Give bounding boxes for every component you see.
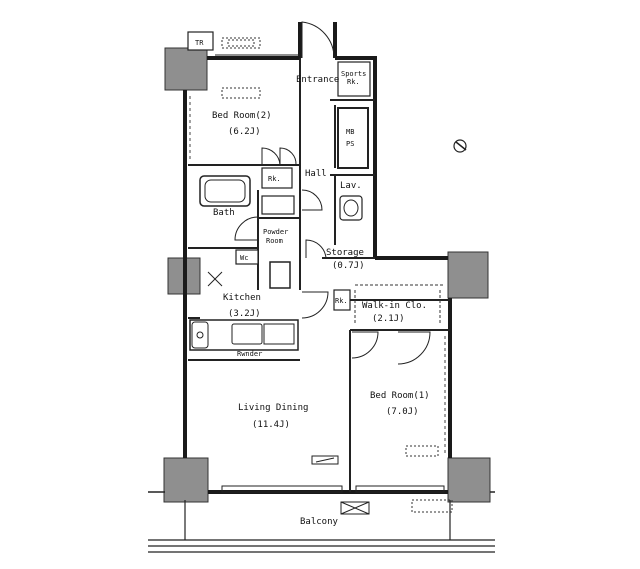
storage-size: (0.7J): [332, 261, 365, 271]
mb-ps-shaft: [337, 107, 369, 169]
range-hood-label: Rwnder: [237, 350, 262, 358]
column-bottom-right: [447, 457, 491, 503]
column-top-left: [164, 47, 208, 91]
rack-upper-label: Rk.: [268, 175, 281, 183]
lav-label: Lav.: [340, 181, 362, 191]
hall-door-arc[interactable]: [301, 189, 323, 211]
bedroom1-size: (7.0J): [386, 407, 419, 417]
sports-rack-label2: Rk.: [347, 78, 360, 86]
walkin-shelving: [354, 284, 445, 325]
sports-rack: [337, 61, 371, 97]
powder-label2: Room: [266, 237, 283, 245]
kitchen-window-marker: [207, 271, 223, 287]
balcony-hatch-x: [340, 501, 370, 515]
window-unit-top: [221, 37, 261, 49]
wc-box: [235, 249, 259, 265]
powder-label: Powder: [263, 228, 288, 236]
bathtub-inner: [204, 179, 246, 203]
outdoor-unit: [411, 499, 453, 513]
entry-door-lower[interactable]: [301, 291, 329, 319]
rack-lower-label: Rk.: [335, 297, 348, 305]
washbasin: [339, 195, 363, 221]
mb-label: MB: [346, 128, 354, 136]
rack-upper: [261, 167, 293, 189]
walkin-door[interactable]: [397, 331, 431, 365]
ps-label: PS: [346, 140, 354, 148]
washbasin-bowl: [343, 199, 359, 217]
rack-lower: [333, 289, 351, 311]
sports-rack-label: Sports: [341, 70, 366, 78]
kitchen-size: (3.2J): [228, 309, 261, 319]
kitchen-label: Kitchen: [223, 293, 261, 303]
living-label: Living Dining: [238, 403, 308, 413]
hall-label: Hall: [305, 169, 327, 179]
balcony-railing: [148, 500, 495, 553]
bath-label: Bath: [213, 208, 235, 218]
sink-icon: [191, 321, 209, 349]
powder-vanity: [261, 195, 295, 215]
column-bottom-left: [163, 457, 209, 503]
walkin-label: Walk-in Clo.: [362, 301, 427, 311]
bath-door[interactable]: [234, 216, 259, 241]
entrance-label: Entrance: [296, 75, 339, 85]
north-compass-icon: [453, 139, 467, 153]
window-unit-bedroom2: [221, 87, 261, 99]
sliding-windows: [221, 485, 445, 493]
cooktop-icon: [231, 323, 295, 345]
bedroom2-door[interactable]: [261, 147, 281, 166]
bedroom2-size: (6.2J): [228, 127, 261, 137]
window-unit-bedroom1: [405, 445, 439, 457]
balcony-label: Balcony: [300, 517, 339, 527]
tr-box: [187, 31, 214, 51]
floor-vent-icon: [311, 455, 339, 465]
bedroom2-label: Bed Room(2): [212, 111, 272, 121]
fridge-space: [269, 261, 291, 289]
walkin-size: (2.1J): [372, 314, 405, 324]
interior-walls: [188, 58, 450, 492]
bedroom2-door-2[interactable]: [279, 147, 297, 166]
entrance-door[interactable]: [301, 21, 335, 59]
column-mid-right: [447, 251, 489, 299]
storage-door[interactable]: [305, 239, 327, 259]
storage-label: Storage: [326, 248, 364, 258]
exterior-walls: [183, 22, 452, 494]
bathtub: [199, 175, 251, 207]
wc-label: Wc: [240, 254, 248, 262]
living-size: (11.4J): [252, 420, 290, 430]
tr-label: TR: [195, 39, 204, 47]
bedroom1-door[interactable]: [351, 331, 379, 359]
bedroom1-label: Bed Room(1): [370, 391, 430, 401]
